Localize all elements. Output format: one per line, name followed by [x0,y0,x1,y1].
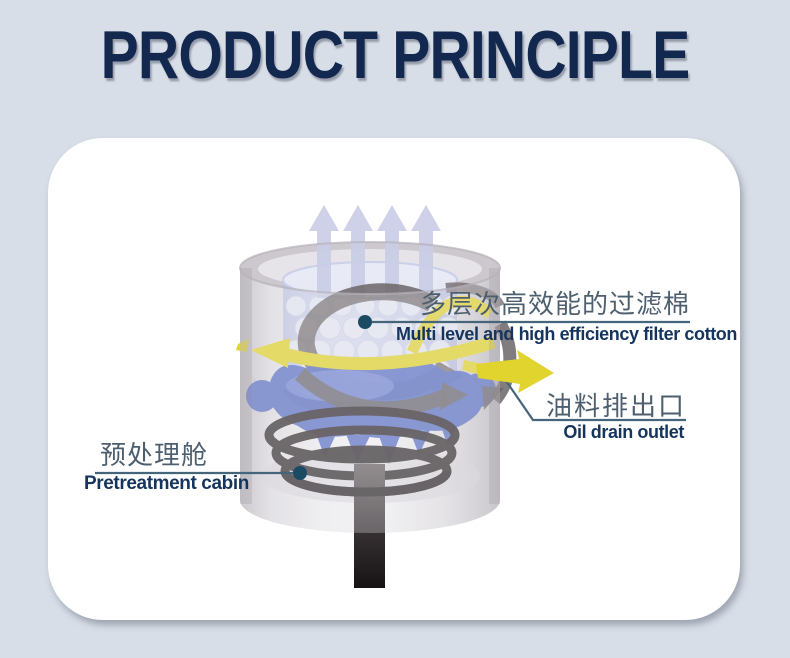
page-title: PRODUCT PRINCIPLE [100,17,691,93]
oil-drain-label-zh: 油料排出口 [545,391,686,421]
filter-cotton-label-zh: 多层次高效能的过滤棉 [419,289,690,319]
principle-card [48,138,740,620]
pretreatment-label-zh: 预处理舱 [100,440,209,470]
pretreatment-label-en: Pretreatment cabin [84,473,249,494]
oil-drain-label-en: Oil drain outlet [563,422,684,442]
filter-cotton-label-en: Multi level and high efficiency filter c… [395,324,737,344]
